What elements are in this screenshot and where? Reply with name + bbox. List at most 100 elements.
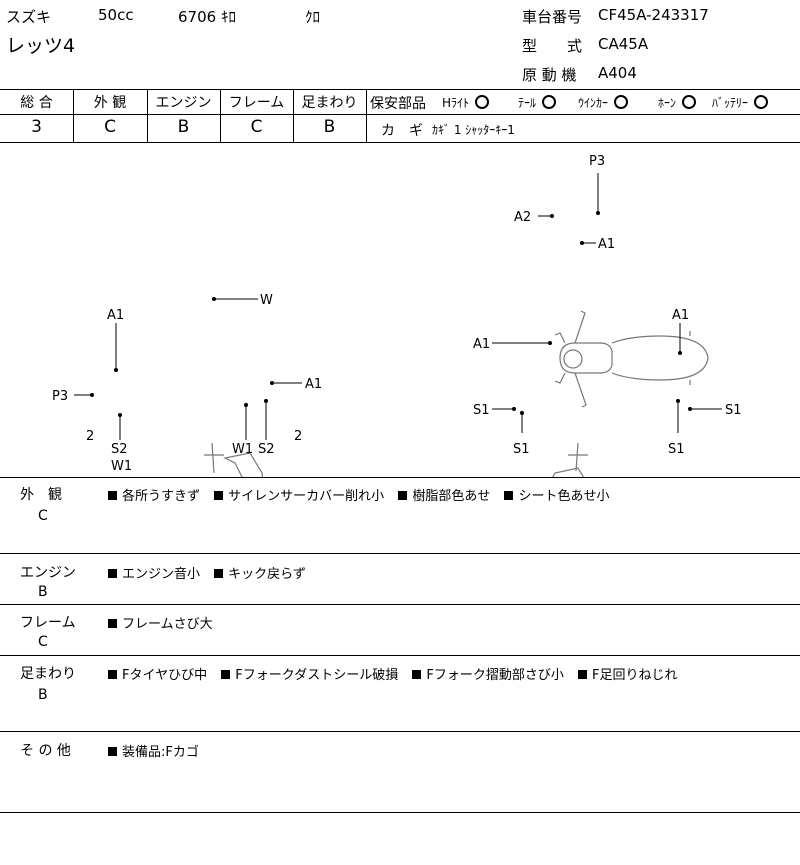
ok-circle-icon	[614, 95, 629, 109]
safety-battery: ﾊﾞｯﾃﾘｰ	[712, 94, 769, 111]
note-label-suspension: 足まわり	[20, 666, 76, 682]
grid-line	[0, 604, 800, 605]
note-item: フレームさび大	[108, 617, 213, 632]
ok-circle-icon	[475, 95, 490, 109]
bullet-square-icon	[108, 569, 117, 578]
note-grade-frame: C	[38, 634, 48, 650]
grade-header-engine: エンジン	[155, 95, 212, 111]
scooter-right-view	[551, 442, 588, 478]
grid-line	[0, 142, 800, 143]
bullet-square-icon	[214, 569, 224, 578]
label-left-2-front: 2	[294, 429, 302, 444]
key-value: ｶｷﾞ 1 ｼｬｯﾀｰｷｰ1	[432, 123, 515, 137]
note-item: 装備品:Fカゴ	[108, 745, 199, 760]
note-item: F足回りねじれ	[577, 668, 677, 683]
bullet-square-icon	[577, 670, 587, 679]
grade-frame: C	[250, 117, 263, 137]
label-left-a1-front: A1	[305, 377, 322, 392]
grid-line	[73, 89, 74, 142]
grid-line	[0, 89, 800, 90]
bullet-square-icon	[108, 670, 117, 679]
grade-header-exterior: 外 観	[93, 95, 127, 111]
note-items-exterior: 各所うすきず サイレンサーカバー削れ小 樹脂部色あせ シート色あせ小	[108, 485, 619, 504]
note-item: サイレンサーカバー削れ小	[214, 489, 384, 504]
bullet-square-icon	[398, 491, 408, 500]
bullet-square-icon	[214, 491, 224, 500]
bullet-square-icon	[108, 491, 117, 500]
note-grade-exterior: C	[38, 508, 48, 524]
ok-circle-icon	[542, 95, 557, 109]
note-item: 樹脂部色あせ	[398, 489, 490, 504]
safety-horn: ﾎｰﾝ	[658, 94, 697, 111]
bullet-square-icon	[504, 491, 514, 500]
safety-item-label: ﾎｰﾝ	[658, 96, 677, 110]
label-right-s1-front-bottom: S1	[513, 442, 530, 457]
label-right-s1-rear-right: S1	[725, 403, 742, 418]
label-right-a1-front: A1	[473, 337, 490, 352]
note-items-suspension: Fタイヤひび中 Fフォークダストシール破損 Fフォーク摺動部さび小 F足回りねじ…	[108, 664, 687, 683]
safety-tail: ﾃｰﾙ	[518, 94, 557, 111]
engine-value: A404	[598, 64, 637, 82]
bullet-square-icon	[108, 619, 117, 628]
label-left-w1-front: W1	[232, 442, 253, 457]
grid-line	[220, 89, 221, 142]
label-top-a1: A1	[598, 237, 615, 252]
note-items-frame: フレームさび大	[108, 613, 223, 632]
label-right-s1-rear-bottom: S1	[668, 442, 685, 457]
grid-line	[147, 89, 148, 142]
grade-header-total: 総 合	[20, 95, 53, 111]
label-left-s2-front: S2	[258, 442, 275, 457]
label-left-2-rear: 2	[86, 429, 94, 444]
grid-line	[0, 477, 800, 478]
grid-line	[0, 655, 800, 656]
label-left-s2-rear: S2	[111, 442, 128, 457]
note-item: Fタイヤひび中	[108, 668, 207, 683]
label-right-a1-seat: A1	[672, 308, 689, 323]
label-top-a2: A2	[514, 210, 531, 225]
note-item: Fフォークダストシール破損	[221, 668, 398, 683]
safety-item-label: Hﾗｲﾄ	[442, 96, 470, 110]
model-name: レッツ4	[6, 35, 76, 57]
bullet-square-icon	[108, 747, 117, 756]
grade-header-frame: フレーム	[228, 95, 285, 111]
engine-label: 原 動 機	[522, 66, 577, 84]
grid-line	[0, 553, 800, 554]
frame-no-label: 車台番号	[522, 8, 583, 26]
frame-no: CF45A-243317	[598, 6, 709, 24]
bullet-square-icon	[221, 670, 231, 679]
key-label: カ ギ	[381, 123, 423, 139]
note-label-engine: エンジン	[20, 565, 76, 581]
grade-total: 3	[31, 117, 42, 137]
note-label-exterior: 外 観	[20, 487, 62, 503]
type-label: 型 式	[522, 37, 583, 55]
grid-line	[366, 89, 367, 142]
note-label-frame: フレーム	[20, 615, 76, 631]
ok-circle-icon	[754, 95, 769, 109]
type-value: CA45A	[598, 35, 649, 53]
safety-headlight: Hﾗｲﾄ	[442, 94, 490, 111]
grade-exterior: C	[104, 117, 116, 137]
label-top-p3: P3	[589, 154, 605, 169]
note-item: 各所うすきず	[108, 489, 200, 504]
color: ｸﾛ	[305, 8, 321, 26]
note-item: エンジン音小	[108, 567, 200, 582]
safety-winker: ｳｲﾝｶｰ	[578, 94, 629, 111]
grade-engine: B	[177, 117, 190, 137]
grade-suspension: B	[323, 117, 336, 137]
grid-line	[0, 812, 800, 813]
label-left-p3: P3	[52, 389, 68, 404]
grid-line	[0, 731, 800, 732]
bullet-square-icon	[412, 670, 422, 679]
label-right-s1-front-left: S1	[473, 403, 490, 418]
note-item: キック戻らず	[214, 567, 306, 582]
note-grade-suspension: B	[38, 687, 48, 703]
note-grade-engine: B	[38, 584, 48, 600]
damage-diagram: P3 A2 A1 W A1 A1 P3 2 S2 W1 W1 S2 2 A1 A…	[52, 154, 742, 478]
safety-label: 保安部品	[370, 96, 426, 112]
grid-line	[0, 114, 800, 115]
note-label-other: そ の 他	[20, 743, 71, 759]
note-items-engine: エンジン音小 キック戻らず	[108, 563, 316, 582]
scooter-left-view	[204, 442, 264, 478]
safety-item-label: ﾃｰﾙ	[518, 96, 537, 110]
ok-circle-icon	[682, 95, 697, 109]
